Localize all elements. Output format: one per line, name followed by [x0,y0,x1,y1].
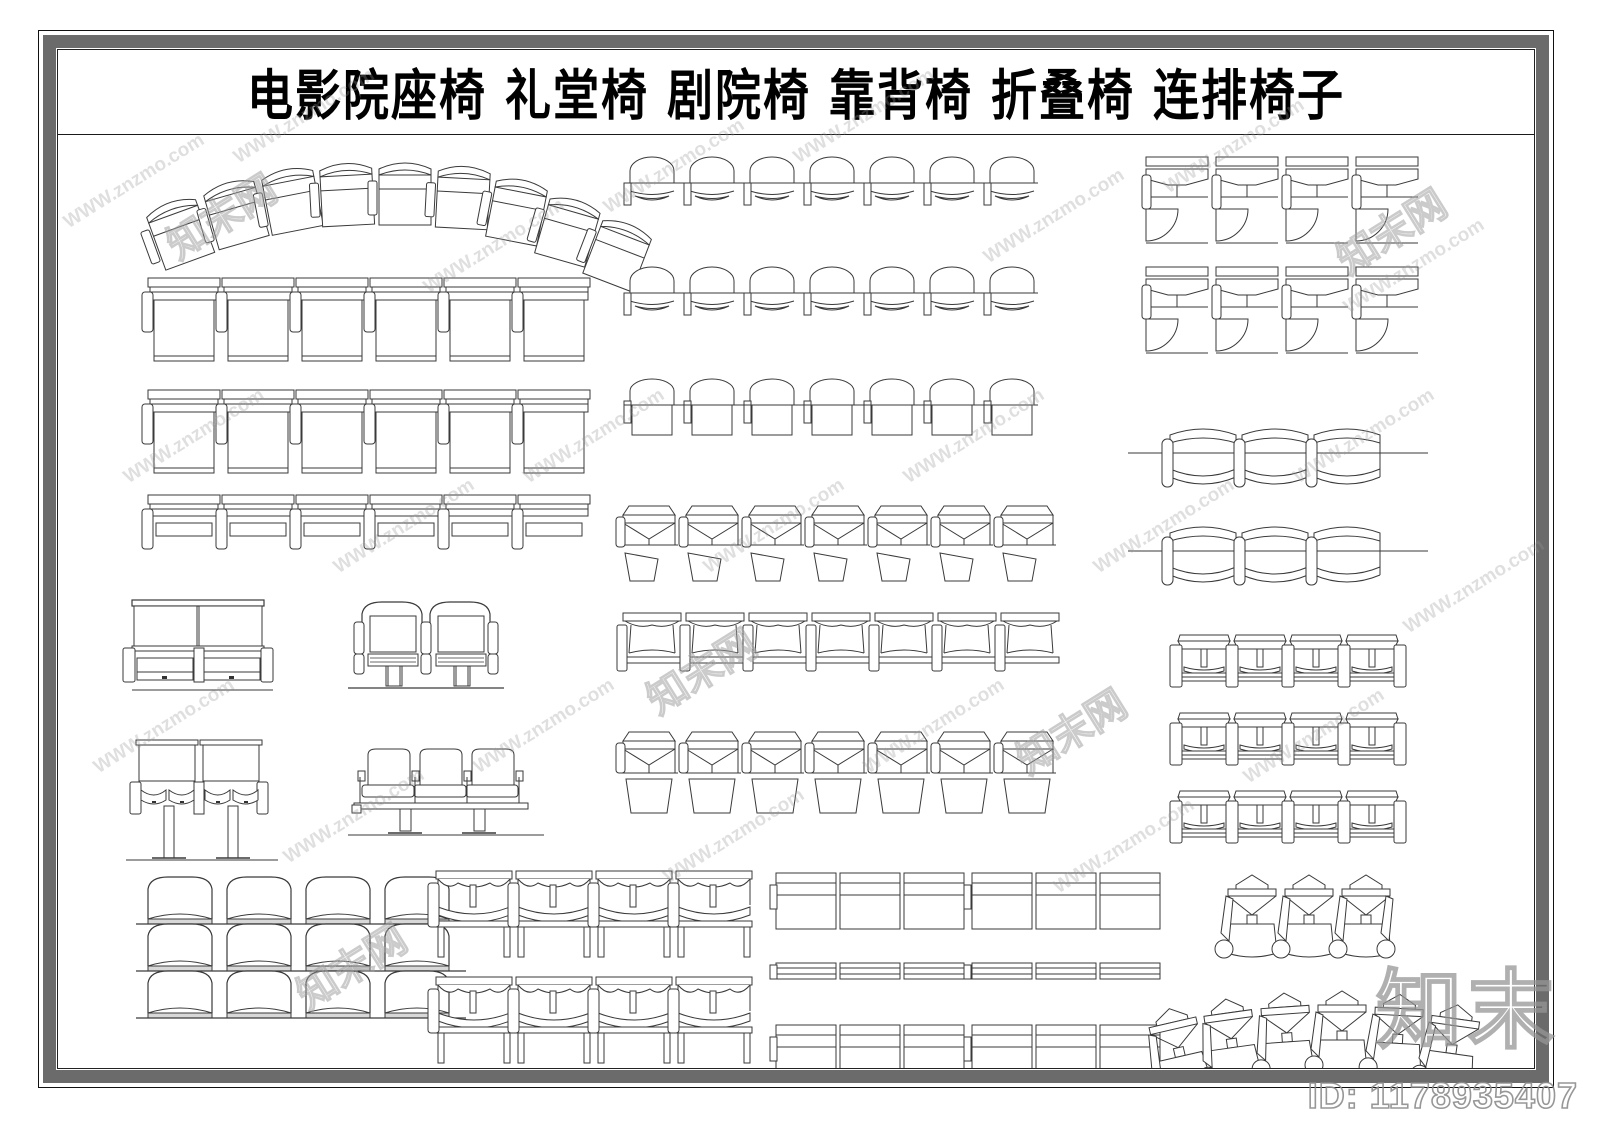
sheet-title: 电影院座椅 礼堂椅 剧院椅 靠背椅 折叠椅 连排椅子 [246,63,1346,128]
block-round-back-seat-row-1 [1128,428,1428,488]
title-bar: 电影院座椅 礼堂椅 剧院椅 靠背椅 折叠椅 连排椅子 [58,50,1534,135]
block-straight-row-folded-plan [141,494,591,550]
block-straight-row-tall-back-plan [141,277,591,362]
block-simple-plan-block-row-2 [769,1024,1161,1068]
block-dome-back-seat-row-1 [623,156,1038,206]
block-simple-plan-block-row-1 [769,872,1161,930]
drawing-area [58,135,1534,1068]
block-frame-seat-row-1 [1169,634,1407,688]
block-folded-plan-thin-row [769,962,1161,980]
block-folding-seat-plan-row-2 [1141,266,1419,354]
block-frame-seat-row-3 [1169,790,1407,844]
block-detailed-plan-seat-row-curved [1132,990,1483,1068]
block-straight-row-tall-back-plan-2 [141,389,591,474]
block-dome-back-seat-row-3 [623,378,1038,436]
block-seat-side-elevation-row [616,612,1060,672]
block-detailed-armchair-row-1 [427,870,753,958]
block-v-back-seat-row-1 [615,505,1057,582]
block-theater-chair-pair-front-elevation [122,599,274,691]
block-folding-chair-pair-side-elevation [348,601,504,689]
block-v-back-seat-row-2 [615,731,1057,814]
block-round-back-seat-row-2 [1128,526,1428,586]
block-theater-chair-pair-pedestal-elevation [126,739,278,861]
block-folding-seat-plan-row-1 [1141,156,1419,244]
block-detailed-armchair-row-2 [427,976,753,1064]
block-curved-theater-row-plan [133,161,655,293]
block-detailed-plan-seat-row-straight [1214,874,1396,959]
block-seat-back-profile-row-2 [136,923,466,972]
block-seat-back-profile-row-3 [136,970,466,1019]
block-seat-back-profile-row-1 [136,876,466,925]
block-frame-seat-row-2 [1169,712,1407,766]
block-dome-back-seat-row-2 [623,266,1038,316]
block-beam-mounted-seat-row-elevation [348,748,544,836]
drawing-id-label: ID: 1178935407 [1307,1074,1578,1117]
